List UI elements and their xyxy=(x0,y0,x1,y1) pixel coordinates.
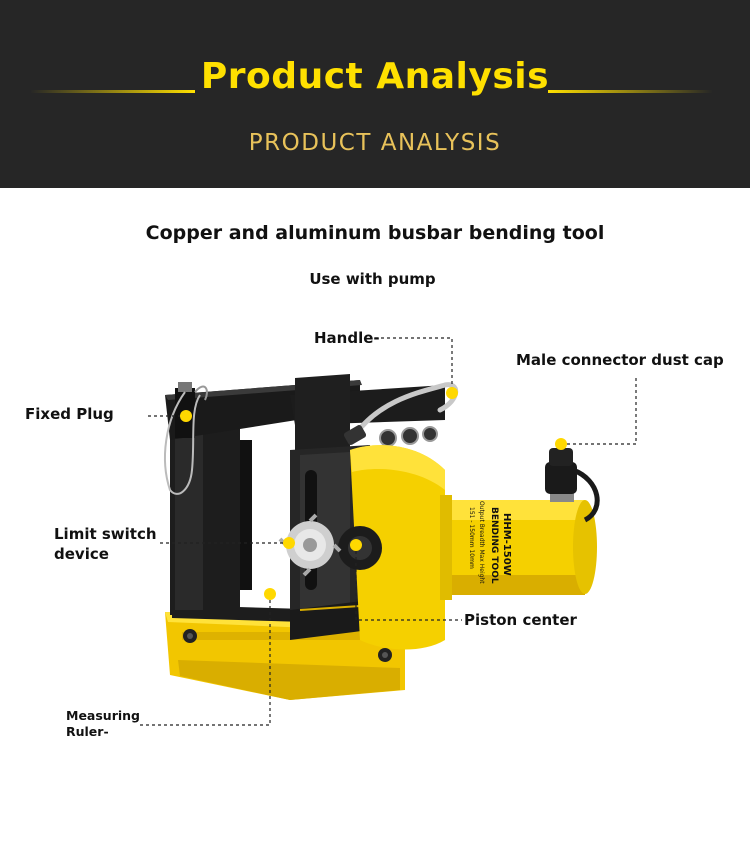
title-decoration-left xyxy=(30,90,195,93)
header-banner: Product Analysis PRODUCT ANALYSIS xyxy=(0,0,750,188)
page-subtitle: PRODUCT ANALYSIS xyxy=(248,130,502,156)
svg-text:Output Breadth Max Height: Output Breadth Max Height xyxy=(478,501,485,584)
chain xyxy=(164,385,208,495)
svg-text:HHM-150W: HHM-150W xyxy=(501,513,512,576)
callout-limit-switch-1: Limit switch xyxy=(54,525,157,543)
limit-switch-knob xyxy=(278,513,342,577)
callout-measuring-ruler-2: Ruler- xyxy=(66,724,109,739)
callout-limit-switch-2: device xyxy=(54,545,109,563)
callout-measuring-ruler-1: Measuring xyxy=(66,708,140,723)
callout-piston-center: Piston center xyxy=(464,611,577,629)
tool-frame xyxy=(165,380,445,615)
product-subtitle: Use with pump xyxy=(309,270,436,288)
callout-dots xyxy=(180,387,567,600)
cylinder-label: HHM-150W BENDING TOOL Output Breadth Max… xyxy=(468,501,512,584)
svg-text:BENDING TOOL: BENDING TOOL xyxy=(489,507,499,584)
callout-fixed-plug: Fixed Plug xyxy=(25,405,114,423)
svg-text:151 - 150mm 10mm: 151 - 150mm 10mm xyxy=(468,507,475,569)
callout-dust-cap: Male connector dust cap xyxy=(516,351,724,369)
callout-lines xyxy=(140,337,637,726)
dust-cap xyxy=(545,448,600,523)
yellow-body xyxy=(338,445,597,650)
callout-handle: Handle- xyxy=(314,329,380,347)
page-title: Product Analysis xyxy=(200,56,550,97)
title-decoration-right xyxy=(548,90,713,93)
product-title: Copper and aluminum busbar bending tool xyxy=(145,222,605,244)
